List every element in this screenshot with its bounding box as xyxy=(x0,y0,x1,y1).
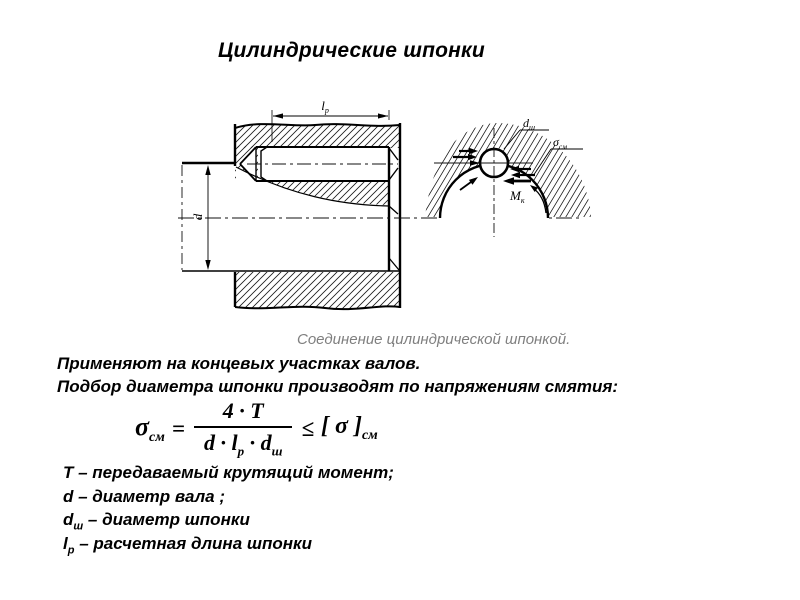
legend-item-T: T – передаваемый крутящий момент; xyxy=(63,463,394,482)
figure-caption: Соединение цилиндрической шпонкой. xyxy=(297,331,571,348)
label-mk: Мк xyxy=(509,188,525,205)
body-text: Применяют на концевых участках валов. По… xyxy=(57,352,618,398)
page-title: Цилиндрические шпонки xyxy=(218,39,485,62)
left-view-section: d lр xyxy=(178,98,582,311)
formula-denominator: d · lр · dш xyxy=(193,426,293,459)
legend-item-lp: lр – расчетная длина шпонки xyxy=(63,533,313,556)
symbol-legend: T – передаваемый крутящий момент; d – ди… xyxy=(63,461,394,556)
paragraph-2: Подбор диаметра шпонки производят по нап… xyxy=(57,377,619,396)
formula-fraction: 4 · T d · lр · dш xyxy=(193,398,293,459)
dim-label-lp: lр xyxy=(321,98,329,115)
formula-equals: = xyxy=(171,415,185,441)
torque-arrow: Мк xyxy=(509,185,547,214)
stress-formula: σсм = 4 · T d · lр · dш ≤ [ σ ]см xyxy=(135,398,378,459)
formula-numerator: 4 · T xyxy=(222,398,264,423)
key-joint-drawing: d lр xyxy=(178,98,591,311)
legend-item-d: d – диаметр вала ; xyxy=(63,486,226,506)
leader-sigma: σсм xyxy=(532,135,583,177)
formula-lhs: σсм xyxy=(135,411,165,445)
legend-item-dsh: dш – диаметр шпонки xyxy=(63,510,250,533)
paragraph-1: Применяют на концевых участках валов. xyxy=(57,354,421,373)
label-dsh: dш xyxy=(523,116,535,132)
dimension-lp: lр xyxy=(271,98,390,142)
leader-dsh: dш xyxy=(503,116,549,150)
pressure-arrows xyxy=(453,147,535,191)
right-view-section: Мк dш σсм xyxy=(425,116,591,272)
formula-rhs: [ σ ]см xyxy=(321,413,378,444)
formula-leq: ≤ xyxy=(301,415,315,441)
label-sigma-sm: σсм xyxy=(553,135,567,151)
dim-label-d: d xyxy=(190,213,205,220)
dimension-d: d xyxy=(190,165,211,270)
